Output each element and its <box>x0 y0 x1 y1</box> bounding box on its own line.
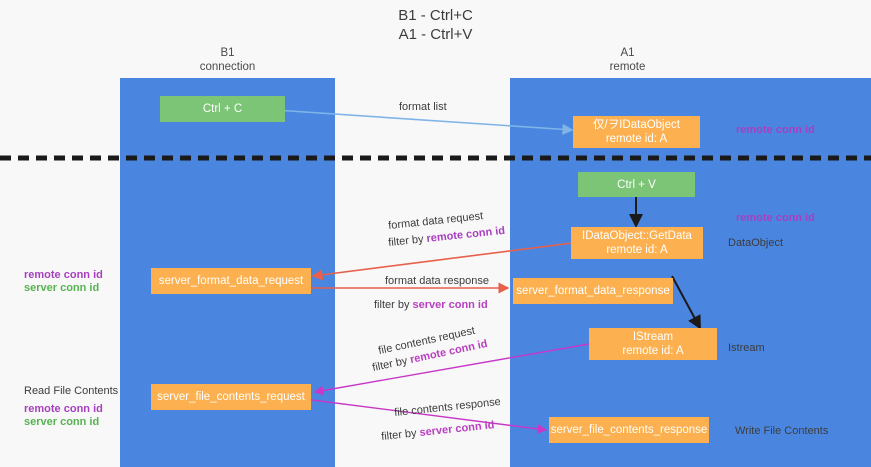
annotation-istream: Istream <box>728 342 765 354</box>
node-server-file-contents-response-label: server_file_contents_response <box>550 424 708 436</box>
annotation-left-remote-conn-id-2: remote conn id <box>24 403 103 415</box>
edge-label-format-data-response: format data response <box>385 275 489 287</box>
node-server-format-data-request-label: server_format_data_request <box>158 275 304 287</box>
annotation-left-server-conn-id-2: server conn id <box>24 416 100 428</box>
node-istream-line-1: IStream <box>632 331 674 343</box>
node-idataobject-line-2: remote id: A <box>605 133 668 145</box>
node-idataobject-getdata[interactable]: IDataObject::GetData remote id: A <box>571 227 703 259</box>
node-server-format-data-response[interactable]: server_format_data_response <box>513 278 673 304</box>
node-ctrl-c[interactable]: Ctrl + C <box>160 96 285 122</box>
node-ctrl-v-label: Ctrl + V <box>617 178 656 191</box>
node-getdata-line-1: IDataObject::GetData <box>582 230 692 242</box>
title-line-2: A1 - Ctrl+V <box>398 26 473 43</box>
edge-label-file-contents-response: file contents response <box>393 395 502 420</box>
annotation-read-file-contents: Read File Contents <box>24 385 119 397</box>
annotation-left-remote-conn-id: remote conn id <box>24 269 103 281</box>
edge-label-format-data-response-filter: filter by server conn id <box>374 298 488 312</box>
filter-key-2: server conn id <box>412 299 488 311</box>
node-istream[interactable]: IStream remote id: A <box>589 328 717 360</box>
filter-prefix-4: filter by <box>380 427 421 444</box>
node-ctrl-v[interactable]: Ctrl + V <box>578 172 695 197</box>
node-istream-line-2: remote id: A <box>622 345 684 357</box>
title-line-1: B1 - Ctrl+C <box>398 7 473 24</box>
edge-label-file-contents-response-filter: filter by server conn id <box>381 418 496 444</box>
node-idataobject[interactable]: 仅/ヲIDataObject remote id: A <box>573 116 700 148</box>
annotation-dataobject: DataObject <box>728 237 784 249</box>
filter-prefix-2: filter by <box>374 299 413 311</box>
lane-header-b1: B1 connection <box>120 46 335 74</box>
page-title: B1 - Ctrl+C A1 - Ctrl+V <box>0 6 871 44</box>
lane-header-b1-sub: connection <box>199 61 256 73</box>
filter-key-4: server conn id <box>418 419 495 439</box>
filter-prefix-1: filter by <box>387 233 428 250</box>
node-server-format-data-request[interactable]: server_format_data_request <box>151 268 311 294</box>
node-server-file-contents-response[interactable]: server_file_contents_response <box>549 417 709 443</box>
annotation-remote-conn-id-mid: remote conn id <box>736 212 815 224</box>
node-ctrl-c-label: Ctrl + C <box>202 103 243 115</box>
filter-prefix-3: filter by <box>371 354 412 375</box>
annotation-remote-conn-id-top: remote conn id <box>736 124 815 136</box>
lane-header-b1-name: B1 <box>220 47 235 59</box>
node-server-format-data-response-label: server_format_data_response <box>516 285 670 297</box>
annotation-left-server-conn-id: server conn id <box>24 282 100 294</box>
node-server-file-contents-request[interactable]: server_file_contents_request <box>151 384 311 410</box>
lane-header-a1-name: A1 <box>620 47 635 59</box>
lane-header-a1-sub: remote <box>609 61 646 73</box>
lane-header-a1: A1 remote <box>510 46 745 74</box>
annotation-write-file-contents: Write File Contents <box>735 425 829 437</box>
node-server-file-contents-request-label: server_file_contents_request <box>157 391 305 403</box>
node-idataobject-line-1: 仅/ヲIDataObject <box>593 119 680 131</box>
node-getdata-line-2: remote id: A <box>606 244 668 256</box>
edge-label-format-list: format list <box>399 101 447 113</box>
